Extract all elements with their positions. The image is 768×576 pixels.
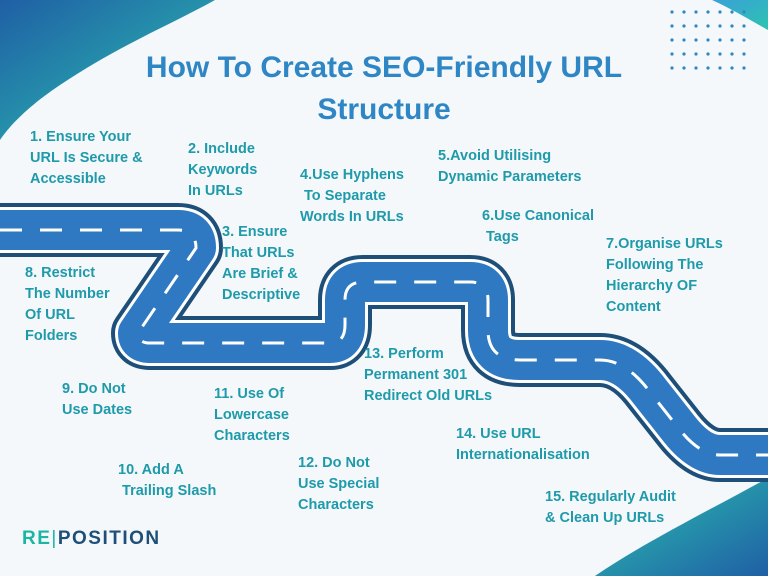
decor-dot (742, 24, 746, 28)
logo-part-re: RE (22, 528, 52, 549)
decor-dot (682, 38, 686, 42)
decor-dot (682, 66, 686, 70)
step-3-label: 3. Ensure That URLs Are Brief & Descript… (222, 224, 301, 303)
top-left-blob (0, 0, 215, 140)
dot-grid-icon (670, 10, 746, 70)
step-6-label: 6.Use Canonical Tags (482, 208, 595, 245)
decor-dot (694, 38, 698, 42)
decor-dot (730, 10, 734, 14)
lane-markings (0, 228, 768, 457)
step-15-label: 15. Regularly Audit & Clean Up URLs (545, 489, 676, 526)
decor-dot (742, 52, 746, 56)
decor-dot (718, 66, 722, 70)
decor-dot (694, 24, 698, 28)
step-14-label: 14. Use URL Internationalisation (456, 426, 590, 463)
decor-dot (670, 52, 674, 56)
step-7-label: 7.Organise URLs Following The Hierarchy … (606, 236, 723, 315)
decor-dot (718, 52, 722, 56)
decor-dot (730, 38, 734, 42)
decor-dot (682, 24, 686, 28)
step-8-label: 8. Restrict The Number Of URL Folders (25, 265, 110, 344)
decor-dot (670, 66, 674, 70)
decor-dot (706, 66, 710, 70)
step-11-label: 11. Use Of Lowercase Characters (214, 386, 290, 444)
decor-dot (682, 52, 686, 56)
decor-dot (718, 38, 722, 42)
decor-dot (718, 24, 722, 28)
decor-dot (670, 10, 674, 14)
step-13-label: 13. Perform Permanent 301 Redirect Old U… (364, 346, 493, 404)
top-right-blob (712, 0, 768, 30)
step-1-label: 1. Ensure Your URL Is Secure & Accessibl… (30, 129, 143, 187)
decor-dot (694, 52, 698, 56)
step-2-label: 2. Include Keywords In URLs (188, 141, 258, 199)
decor-dot (742, 66, 746, 70)
step-5-label: 5.Avoid Utilising Dynamic Parameters (438, 148, 582, 185)
decor-dot (730, 52, 734, 56)
decor-dot (670, 38, 674, 42)
decor-dot (670, 24, 674, 28)
bottom-right-blob (595, 478, 768, 576)
decor-dot (682, 10, 686, 14)
reposition-logo: RE|POSITION (22, 528, 161, 550)
decor-dot (730, 66, 734, 70)
decor-dot (742, 10, 746, 14)
step-9-label: 9. Do Not Use Dates (62, 381, 133, 418)
decor-dot (742, 38, 746, 42)
decor-dot (706, 52, 710, 56)
decor-dot (706, 38, 710, 42)
step-4-label: 4.Use Hyphens To Separate Words In URLs (300, 167, 404, 225)
step-12-label: 12. Do Not Use Special Characters (298, 455, 380, 513)
logo-part-position: POSITION (57, 528, 161, 549)
decor-dot (718, 10, 722, 14)
title-line-1: How To Create SEO-Friendly URL (145, 51, 623, 84)
decor-dot (694, 10, 698, 14)
title-line-2: Structure (317, 93, 451, 126)
decor-dot (706, 24, 710, 28)
logo-separator: | (51, 528, 58, 549)
page-title: How To Create SEO-Friendly URL Structure (84, 47, 684, 131)
decor-dot (730, 24, 734, 28)
decor-dot (694, 66, 698, 70)
decor-dot (706, 10, 710, 14)
step-10-label: 10. Add A Trailing Slash (118, 462, 217, 499)
